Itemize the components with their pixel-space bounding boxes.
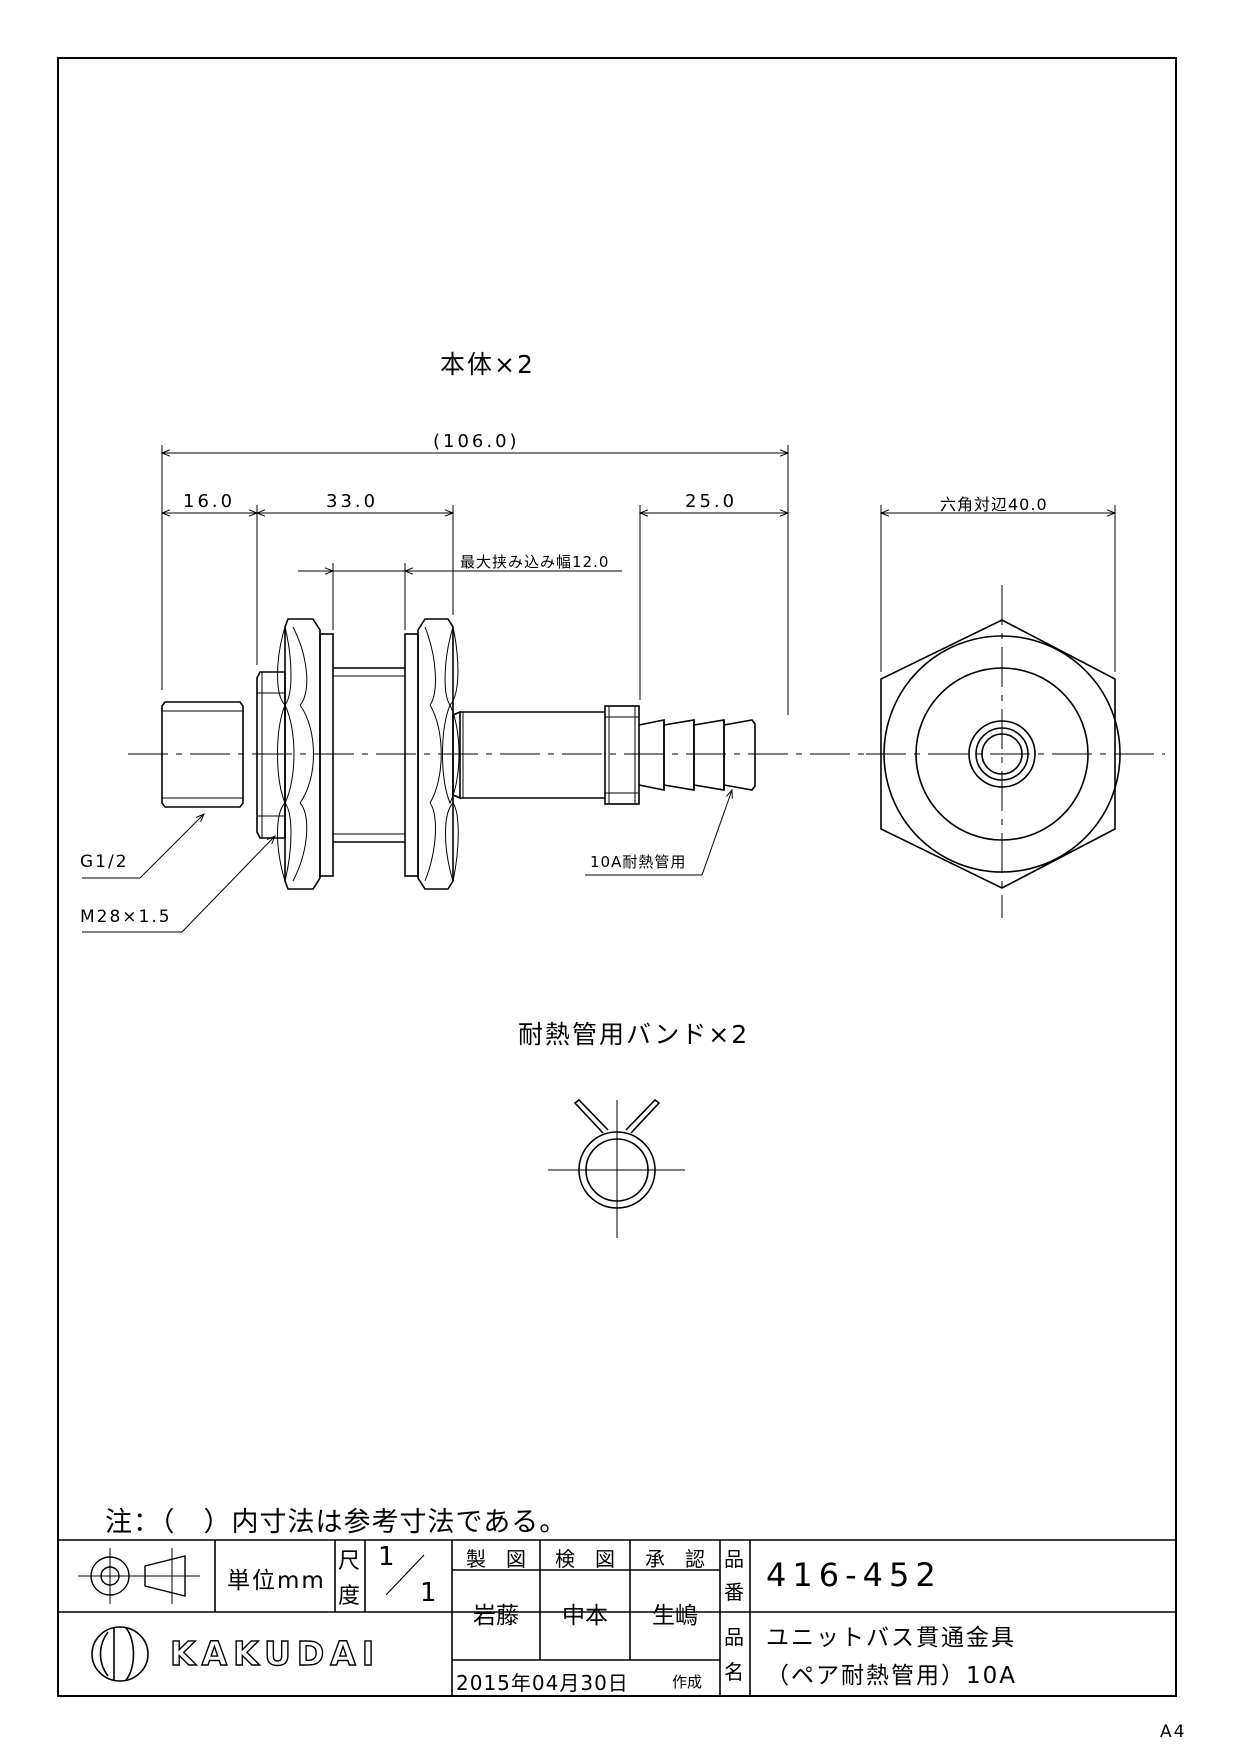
scale-label-2: 度: [338, 1584, 361, 1609]
front-view: [866, 585, 1165, 918]
part-name-label-2: 名: [724, 1660, 744, 1684]
created-label: 作成: [672, 1673, 703, 1691]
projection-symbol-icon: [78, 1548, 200, 1604]
kakudai-logo-icon: [91, 1626, 149, 1682]
creation-date: 2015年04月30日: [456, 1671, 629, 1695]
approved-label: 承 認: [645, 1547, 705, 1571]
part-name-line-1: ユニットバス貫通金具: [766, 1625, 1016, 1651]
front-dimensions: [879, 505, 1117, 672]
drawn-label: 製 図: [466, 1547, 526, 1571]
scale-label-1: 尺: [338, 1549, 361, 1574]
hex-nut-right: [417, 618, 460, 890]
drawing-frame: [57, 57, 1177, 1697]
dim-thread-length: 16.0: [183, 491, 236, 512]
unit-label: 単位mm: [227, 1568, 326, 1594]
dim-body-length: 33.0: [326, 491, 379, 512]
dim-hose-length: 25.0: [685, 491, 738, 512]
sheet-size: A4: [1160, 1722, 1187, 1742]
dim-overall: (106.0): [433, 431, 520, 452]
checked-by: 中本: [562, 1603, 608, 1629]
hex-nut-left: [277, 618, 321, 890]
checked-label: 検 図: [555, 1547, 615, 1571]
title-block-grid: [58, 1539, 1176, 1696]
approved-by: 生嶋: [652, 1603, 698, 1629]
drawn-by: 岩藤: [473, 1603, 519, 1629]
callout-thread: G1/2: [80, 852, 129, 872]
part-no-label-2: 番: [724, 1580, 744, 1604]
band-clip: [548, 1098, 685, 1238]
scale-bottom: 1: [420, 1578, 437, 1608]
hex-outline: [880, 619, 1116, 889]
side-view: [128, 618, 870, 890]
part-number: 416-452: [766, 1556, 942, 1594]
callout-body-thread: M28×1.5: [80, 907, 172, 927]
part-name-line-2: （ペア耐熱管用）10A: [766, 1663, 1018, 1689]
callout-hose: 10A耐熱管用: [590, 853, 687, 871]
dim-clamp-width: 最大挟み込み幅12.0: [460, 553, 610, 571]
part-name-label-1: 品: [724, 1625, 744, 1649]
scale-top: 1: [378, 1542, 395, 1572]
side-dimensions: [82, 445, 790, 933]
g-thread: [161, 701, 244, 808]
band-view-title: 耐熱管用バンド×2: [518, 1020, 750, 1049]
dim-hex-across-flats: 六角対辺40.0: [940, 495, 1048, 514]
reference-note: 注：（ ）内寸法は参考寸法である。: [105, 1507, 568, 1538]
body-view-title: 本体×2: [440, 350, 535, 379]
company-name: KAKUDAI: [169, 1633, 381, 1673]
part-no-label-1: 品: [724, 1547, 744, 1571]
